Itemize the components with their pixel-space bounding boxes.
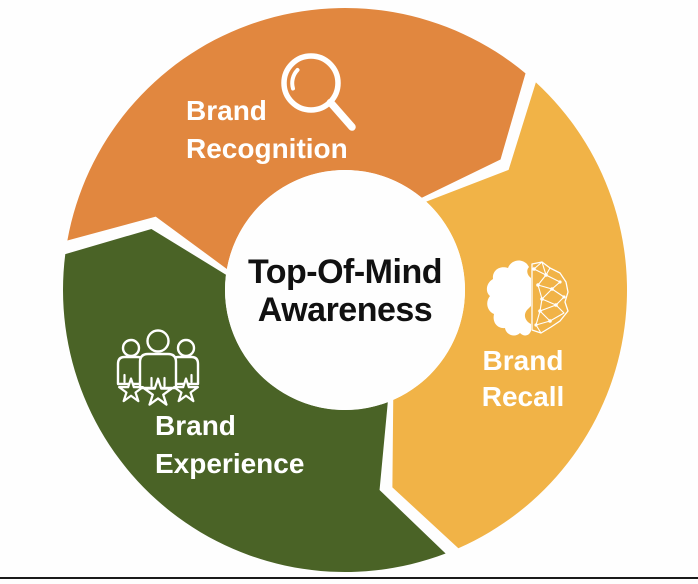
brain-left-lobe (486, 260, 531, 336)
label-line: Recall (482, 381, 565, 412)
label-line: Brand (483, 345, 564, 376)
magnifier-handle (326, 98, 356, 131)
magnifier-lens (281, 53, 341, 113)
center-title-line1: Top-Of-Mind (248, 253, 442, 291)
brain-network-nodes (532, 267, 566, 327)
people-stars-icon (116, 329, 200, 406)
bottom-rule (0, 577, 698, 579)
label-line: Recognition (186, 133, 348, 164)
magnifying-glass-icon (281, 53, 356, 131)
segment-brand-experience (63, 228, 446, 573)
label-line: Brand (155, 410, 236, 441)
label-line: Brand (186, 95, 267, 126)
label-line: Experience (155, 448, 304, 479)
segment-label-brand-recognition: Brand Recognition (186, 95, 348, 164)
center-circle (225, 170, 465, 410)
brain-icon (486, 260, 569, 336)
segment-brand-recognition (67, 7, 526, 269)
segment-label-brand-recall: Brand Recall (482, 345, 565, 412)
person-center (138, 329, 178, 390)
center-title-line2: Awareness (258, 291, 432, 329)
segment-label-brand-experience: Brand Experience (155, 410, 304, 479)
center-title: Top-Of-Mind Awareness (248, 253, 443, 329)
magnifier-highlight (290, 68, 300, 91)
